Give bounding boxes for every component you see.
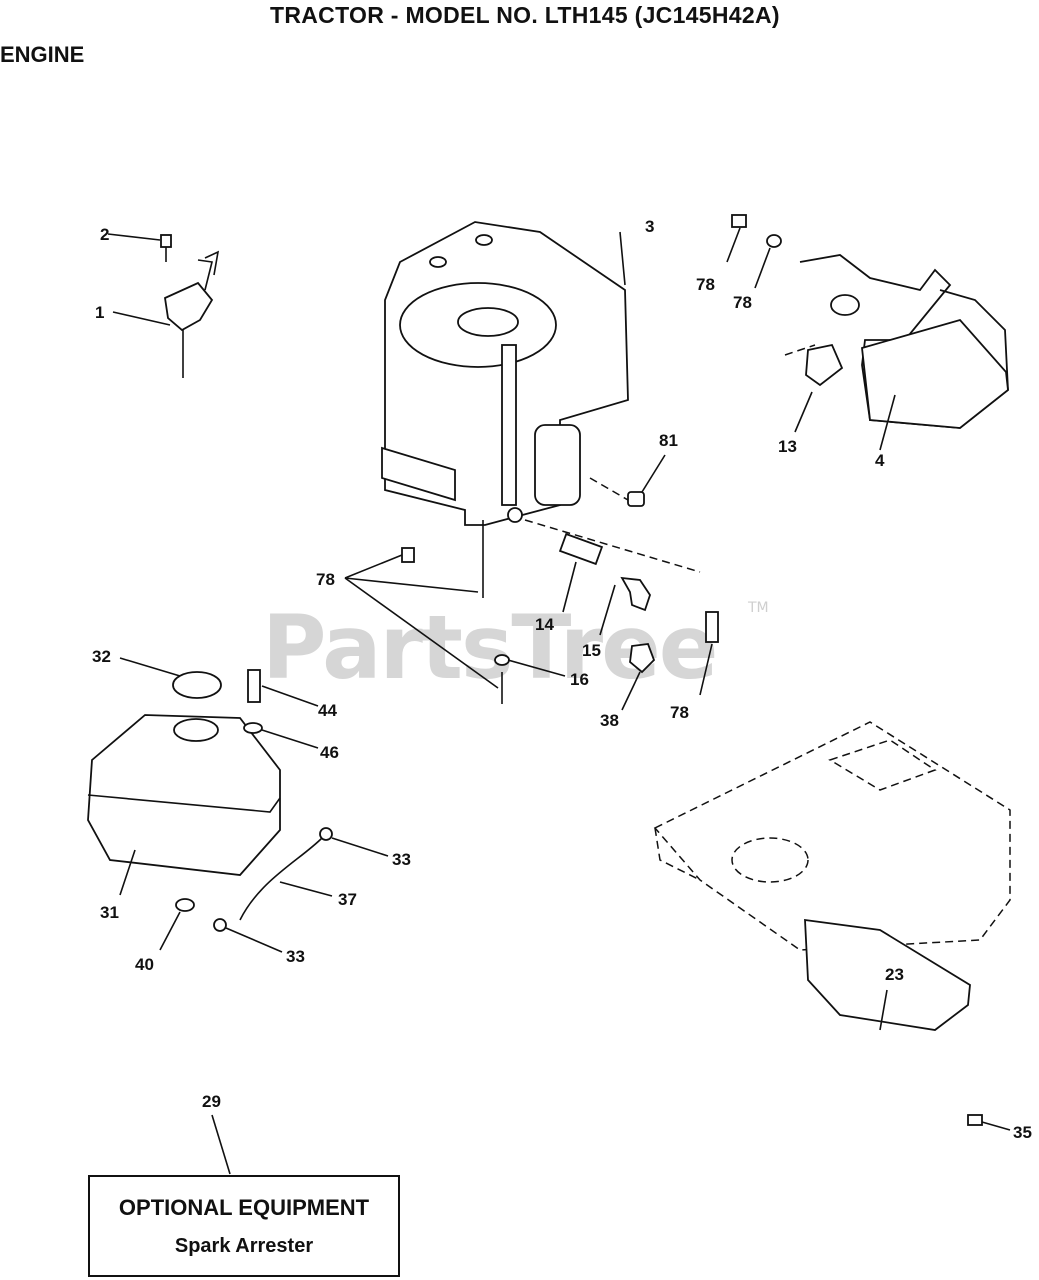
screw-35-part [967,1114,983,1126]
callout-4: 4 [875,451,885,470]
plate-23-part [804,918,971,1031]
bushing-40-part [175,898,195,912]
fuel-line-37-part [239,837,323,921]
optional-equipment-box: OPTIONAL EQUIPMENT Spark Arrester [88,1175,400,1277]
washer-16-part [494,654,510,666]
engine-part [381,221,629,526]
screw-44-part [247,669,261,703]
callout-2: 2 [100,225,109,244]
elbow-15-part [620,576,651,612]
callout-13: 13 [778,437,797,456]
fuel-cap-32-part [172,671,222,699]
fuel-tank-part [87,671,281,876]
bolt-72-part [731,214,747,228]
callout-62: 78 [733,293,752,312]
callout-23: 23 [885,965,904,984]
callout-81: 81 [659,431,678,450]
gasket-13-part [805,343,844,387]
nut-38-part [629,643,656,674]
bolt-78a-part [401,547,415,563]
callout-33a: 33 [392,850,411,869]
callout-14: 14 [535,615,554,634]
callout-29: 29 [202,1092,221,1111]
muffler-part [799,254,1009,429]
callout-16: 16 [570,670,589,689]
plug-81-part [627,491,645,507]
callout-72: 78 [696,275,715,294]
callout-37: 37 [338,890,357,909]
callout-38: 38 [600,711,619,730]
callout-78a: 78 [316,570,335,589]
watermark-tm: TM [747,600,769,616]
callout-46: 46 [320,743,339,762]
page-title: TRACTOR - MODEL NO. LTH145 (JC145H42A) [270,2,780,28]
callout-35: 35 [1013,1123,1032,1142]
callout-40: 40 [135,955,154,974]
callout-32: 32 [92,647,111,666]
throttle-control-part [160,234,220,378]
section-title: ENGINE [0,42,85,67]
callout-33b: 33 [286,947,305,966]
washer-62-part [766,234,782,248]
callout-3: 3 [645,217,654,236]
callout-78b: 78 [670,703,689,722]
clamp-33a-part [319,827,333,841]
callout-31: 31 [100,903,119,922]
clamp-33b-part [213,918,227,932]
nipple-14-part [558,532,604,566]
callout-44: 44 [318,701,337,720]
callout-1: 1 [95,303,104,322]
bolt-78b-part [705,611,719,643]
callout-15: 15 [582,641,601,660]
spark-arrester-label: Spark Arrester [174,1235,314,1257]
frame-part [653,721,1011,951]
washer-46-part [243,722,263,734]
optional-equipment-title: OPTIONAL EQUIPMENT [118,1195,370,1220]
